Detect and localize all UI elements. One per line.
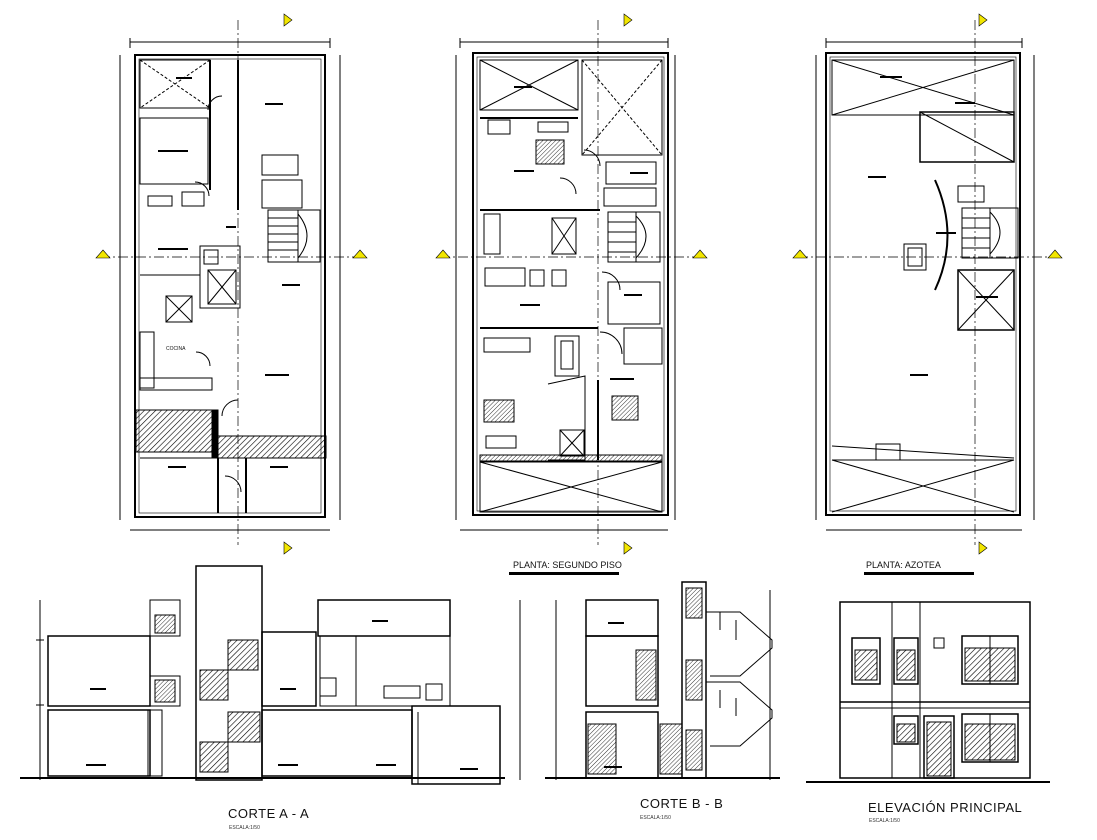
plan-first-floor xyxy=(100,20,365,545)
section-title-elevation: ELEVACIÓN PRINCIPAL xyxy=(868,800,1023,815)
plan-title-underline xyxy=(509,572,619,575)
plan-title-second-floor: PLANTA: SEGUNDO PISO xyxy=(513,560,622,570)
axis-marker-icon xyxy=(792,249,808,259)
axis-marker-icon xyxy=(352,249,368,259)
axis-marker-icon xyxy=(283,13,293,27)
section-scale-elevation: ESCALA:1/50 xyxy=(869,818,900,824)
axis-marker-icon xyxy=(623,541,633,555)
section-title-corte-b: CORTE B - B xyxy=(640,796,724,811)
section-scale-corte-b: ESCALA:1/50 xyxy=(640,815,671,821)
axis-marker-icon xyxy=(978,13,988,27)
section-corte-a xyxy=(20,565,505,785)
axis-marker-icon xyxy=(283,541,293,555)
axis-marker-icon xyxy=(435,249,451,259)
room-label-kitchen: COCINA xyxy=(166,346,186,352)
axis-marker-icon xyxy=(692,249,708,259)
plan-second-floor xyxy=(440,20,705,545)
plan-title-roof: PLANTA: AZOTEA xyxy=(866,560,941,570)
section-title-corte-a: CORTE A - A xyxy=(228,806,310,821)
axis-marker-icon xyxy=(978,541,988,555)
axis-marker-icon xyxy=(95,249,111,259)
elevation-main xyxy=(806,601,1050,783)
plan-title-underline xyxy=(864,572,974,575)
axis-marker-icon xyxy=(1047,249,1063,259)
plan-roof xyxy=(798,20,1060,545)
section-scale-corte-a: ESCALA:1/50 xyxy=(229,825,260,831)
axis-markers xyxy=(95,13,1063,555)
axis-marker-icon xyxy=(623,13,633,27)
section-corte-b xyxy=(519,581,780,780)
